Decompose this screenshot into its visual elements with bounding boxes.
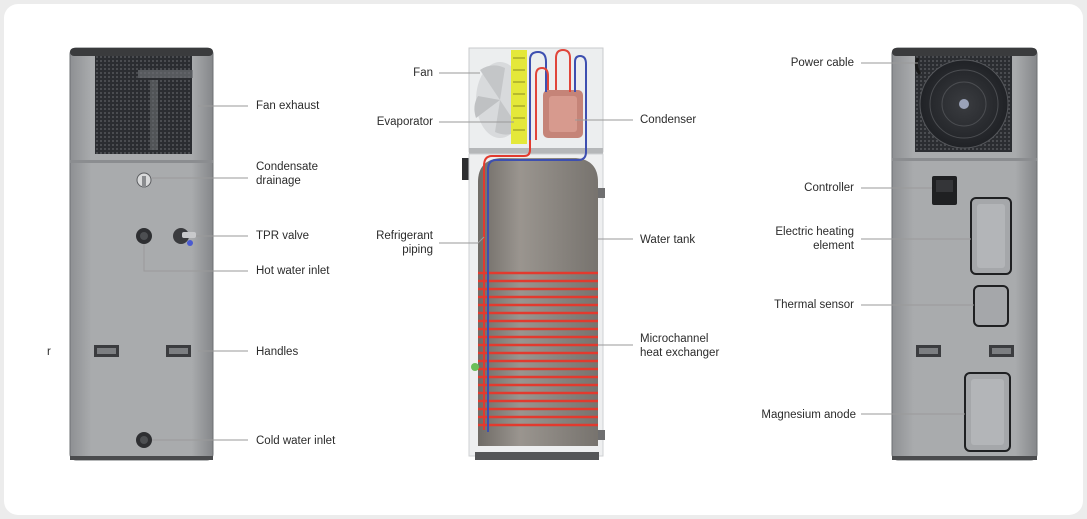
- tpr-valve-icon: [173, 228, 196, 246]
- label-handles: Handles: [256, 346, 299, 358]
- label-power-cable: Power cable: [790, 57, 854, 69]
- label-thermal-sensor: Thermal sensor: [774, 299, 854, 311]
- label-magnesium-anode: Magnesium anode: [761, 409, 856, 421]
- label-refrigerant-piping: Refrigerant piping: [376, 230, 433, 256]
- label-condenser: Condenser: [640, 114, 697, 126]
- condensate-drain-icon: [136, 172, 152, 188]
- cut-off-label: r: [47, 346, 51, 358]
- label-water-tank: Water tank: [640, 234, 696, 246]
- label-evaporator: Evaporator: [376, 116, 433, 128]
- thermal-sensor-icon: [973, 285, 1009, 327]
- coil-icon: [478, 271, 598, 427]
- label-hot-water-inlet: Hot water inlet: [256, 265, 330, 277]
- left-leader-lines: [143, 105, 248, 441]
- label-microchannel-heat-exchanger: Microchannel heat exchanger: [640, 333, 720, 359]
- cutaway-unit: [462, 47, 605, 460]
- label-fan: Fan: [413, 67, 433, 79]
- label-condensate-drainage: Condensate drainage: [256, 161, 319, 187]
- right-leader-lines: [861, 62, 974, 415]
- power-cable-icon: [914, 57, 922, 75]
- label-controller: Controller: [804, 182, 854, 194]
- center-leader-lines: [439, 72, 633, 346]
- evaporator-icon: [511, 50, 527, 144]
- front-view-unit: [69, 47, 214, 461]
- rear-view-unit: [891, 47, 1038, 461]
- label-tpr-valve: TPR valve: [256, 230, 310, 242]
- condenser-icon: [543, 90, 583, 138]
- label-cold-water-inlet: Cold water inlet: [256, 435, 336, 447]
- label-electric-heating-element: Electric heating element: [775, 226, 854, 252]
- label-fan-exhaust: Fan exhaust: [256, 100, 320, 112]
